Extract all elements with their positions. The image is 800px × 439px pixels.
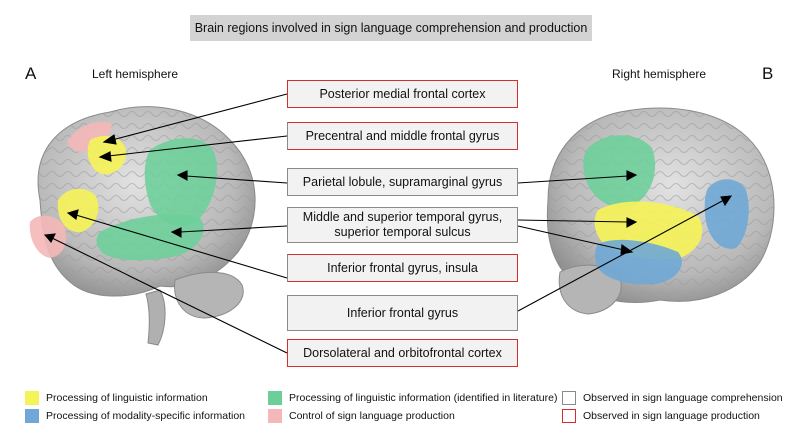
arrowhead — [626, 217, 638, 228]
right-hemisphere-label: Right hemisphere — [612, 67, 707, 81]
legend-item-pink: Control of sign language production — [268, 409, 455, 423]
left-brain-cerebellum — [174, 271, 244, 319]
legend-label: Observed in sign language production — [583, 410, 760, 422]
right-brain-cerebellum — [558, 264, 622, 315]
legend-item-blue: Processing of modality-specific informat… — [25, 409, 245, 423]
region-box-parietal-supramarginal: Parietal lobule, supramarginal gyrus — [287, 168, 518, 196]
legend-swatch — [562, 409, 576, 423]
right-region-blue-ifg — [704, 179, 749, 249]
legend-label: Control of sign language production — [289, 410, 455, 422]
region-label: Dorsolateral and orbitofrontal cortex — [303, 345, 502, 360]
arrow-ifg-left — [75, 214, 288, 279]
right-region-green-parietal — [583, 135, 656, 208]
arrow-posterior-medial-frontal — [111, 93, 288, 141]
legend-item-comprehension: Observed in sign language comprehension — [562, 391, 783, 405]
arrow-temporal-left — [179, 225, 288, 233]
arrow-temporal-right-yellow — [517, 219, 629, 223]
legend-label: Observed in sign language comprehension — [583, 392, 783, 404]
region-box-temporal: Middle and superior temporal gyrus, supe… — [287, 207, 518, 243]
legend-swatch — [25, 409, 39, 423]
legend-swatch — [268, 409, 282, 423]
arrowhead — [170, 227, 182, 238]
arrowhead — [66, 209, 79, 220]
region-box-precentral-middle-frontal: Precentral and middle frontal gyrus — [287, 122, 518, 150]
legend-swatch — [562, 391, 576, 405]
legend-label: Processing of linguistic information (id… — [289, 392, 558, 404]
left-region-green-parietal — [144, 138, 218, 226]
left-brain — [29, 106, 256, 346]
arrow-parietal-right — [517, 175, 629, 184]
right-region-blue-temporal — [595, 239, 682, 285]
legend-item-yellow: Processing of linguistic information — [25, 391, 208, 405]
legend-swatch — [268, 391, 282, 405]
arrow-precentral — [107, 135, 288, 157]
arrow-parietal-left — [185, 175, 288, 184]
arrowhead — [43, 233, 56, 243]
left-brain-brainstem — [145, 289, 166, 346]
region-box-ifg: Inferior frontal gyrus — [287, 295, 518, 331]
legend-item-production: Observed in sign language production — [562, 409, 760, 423]
region-label: Precentral and middle frontal gyrus — [305, 128, 500, 143]
arrowhead — [720, 195, 733, 207]
left-hemisphere-label: Left hemisphere — [92, 67, 179, 81]
legend-label: Processing of linguistic information — [46, 392, 208, 404]
region-label: Inferior frontal gyrus — [346, 305, 459, 320]
panel-letter-b: B — [762, 64, 774, 83]
arrowhead — [176, 170, 188, 181]
region-label: Middle and superior temporal gyrus, supe… — [302, 210, 503, 239]
arrows — [43, 93, 733, 354]
figure-title: Brain regions involved in sign language … — [190, 15, 592, 41]
legend-item-green: Processing of linguistic information (id… — [268, 391, 557, 405]
legend-swatch — [25, 391, 39, 405]
region-box-dorsolateral-orbitofrontal: Dorsolateral and orbitofrontal cortex — [287, 339, 518, 367]
arrowhead — [102, 134, 117, 145]
region-label: Inferior frontal gyrus, insula — [327, 260, 478, 275]
arrowhead — [98, 151, 112, 162]
region-box-posterior-medial-frontal: Posterior medial frontal cortex — [287, 80, 518, 108]
right-brain — [546, 107, 775, 315]
legend-label: Processing of modality-specific informat… — [46, 410, 245, 422]
panel-letter-a: A — [25, 64, 37, 83]
left-region-pink-top — [67, 121, 112, 152]
arrow-temporal-right-blue — [517, 225, 625, 251]
region-box-ifg-insula: Inferior frontal gyrus, insula — [287, 254, 518, 282]
arrow-dorsolateral — [51, 237, 288, 354]
arrowhead — [626, 170, 638, 181]
region-label: Parietal lobule, supramarginal gyrus — [302, 174, 503, 189]
region-label: Posterior medial frontal cortex — [319, 86, 486, 101]
arrow-ifg-right — [517, 199, 725, 312]
